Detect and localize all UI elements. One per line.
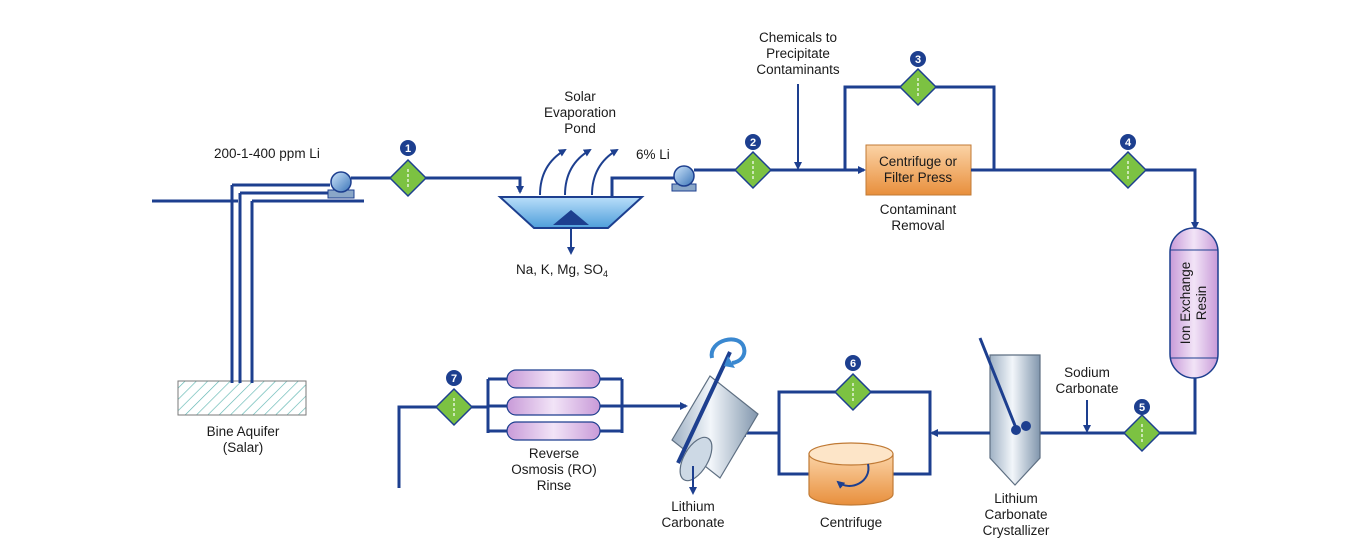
removal-label-line2: Removal	[891, 218, 944, 233]
sample-point-icon: 5	[1122, 399, 1162, 453]
pond-output-label: Na, K, Mg, SO4	[516, 262, 608, 279]
sodium-label-line2: Carbonate	[1055, 381, 1118, 396]
rotation-arrow-icon	[709, 337, 747, 368]
ro-label-line1: Reverse	[529, 446, 579, 461]
pump-icon	[327, 171, 355, 199]
lithium-carbonate-crystallizer	[978, 337, 1041, 486]
pond-label-line1: Solar	[564, 89, 596, 104]
sample-point-icon: 4	[1108, 134, 1148, 190]
filter-press-label-line2: Filter Press	[884, 170, 953, 185]
sample-point-number: 1	[405, 143, 411, 155]
crystallizer-label-line2: Carbonate	[984, 507, 1047, 522]
sample-point-number: 5	[1139, 402, 1145, 414]
rotary-dryer	[671, 351, 759, 482]
centrifuge	[808, 442, 894, 506]
aquifer-label-line1: Bine Aquifer	[207, 424, 280, 439]
rotation-arrow-icon	[836, 463, 870, 489]
brine-aquifer	[177, 380, 307, 416]
sample-point-number: 4	[1125, 137, 1132, 149]
well-casing	[152, 183, 364, 383]
pond-label-line3: Pond	[564, 121, 596, 136]
sample-point-icon: 3	[898, 51, 938, 107]
filter-press-label-line1: Centrifuge or	[879, 154, 958, 169]
ro-label-line2: Osmosis (RO)	[511, 462, 597, 477]
crystallizer-label-line3: Crystallizer	[983, 523, 1050, 538]
pump-icon	[671, 165, 697, 192]
sample-point-icon: 7	[434, 370, 474, 427]
evaporation-pond	[497, 196, 645, 255]
product-label-line1: Lithium	[671, 499, 715, 514]
resin-label-line1: Ion Exchange	[1178, 262, 1193, 345]
resin-label-line2: Resin	[1194, 286, 1209, 321]
sample-point-icon: 6	[833, 355, 873, 412]
removal-label-line1: Contaminant	[880, 202, 957, 217]
product-label-line2: Carbonate	[661, 515, 724, 530]
sample-point-number: 3	[915, 54, 921, 66]
feed-concentration-label: 200-1-400 ppm Li	[214, 146, 320, 161]
evaporation-arrow-icon	[539, 148, 619, 196]
chemicals-label-line3: Contaminants	[756, 62, 840, 77]
concentrated-brine-label: 6% Li	[636, 147, 670, 162]
crystallizer-label-line1: Lithium	[994, 491, 1038, 506]
chemicals-label-line2: Precipitate	[766, 46, 830, 61]
centrifuge-label: Centrifuge	[820, 515, 882, 530]
sample-point-number: 7	[451, 373, 457, 385]
filter-press	[865, 144, 972, 196]
sample-point-icon: 2	[733, 134, 773, 190]
chemicals-label-line1: Chemicals to	[759, 30, 837, 45]
pond-label-line2: Evaporation	[544, 105, 616, 120]
aquifer-label-line2: (Salar)	[223, 440, 264, 455]
ro-membrane-module	[506, 369, 601, 441]
sample-point-number: 2	[750, 137, 756, 149]
sample-point-number: 6	[850, 358, 856, 370]
sodium-label-line1: Sodium	[1064, 365, 1110, 380]
ro-label-line3: Rinse	[537, 478, 572, 493]
sample-point-icon: 1	[388, 140, 428, 198]
